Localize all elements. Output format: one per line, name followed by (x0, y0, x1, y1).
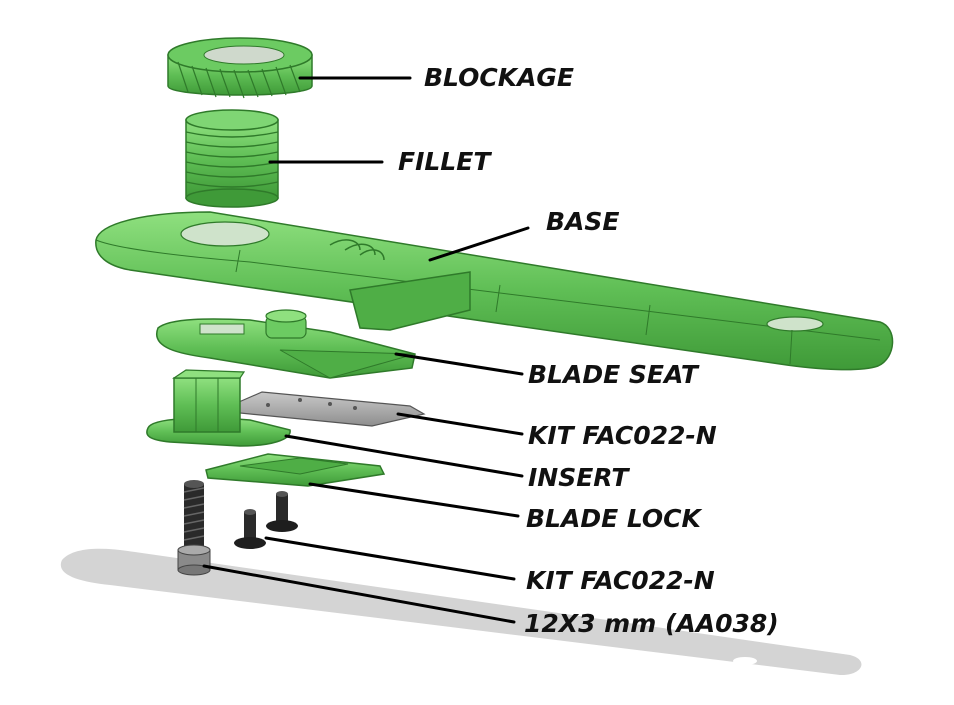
label-fillet: FILLET (398, 147, 492, 176)
fillet-thread (185, 109, 279, 208)
label-screw: 12X3 mm (AA038) (524, 609, 779, 638)
leader-kit-bottom (264, 536, 516, 581)
label-blade-lock: BLADE LOCK (526, 504, 703, 533)
leader-blade-seat (394, 352, 524, 376)
shadow-hole (733, 657, 757, 665)
small-screw-left (234, 509, 266, 549)
base-handle (95, 211, 894, 371)
label-base: BASE (546, 207, 620, 236)
leader-blade-lock (308, 482, 520, 518)
label-blade-seat: BLADE SEAT (528, 360, 700, 389)
leader-insert (284, 434, 524, 478)
label-blockage: BLOCKAGE (424, 63, 574, 92)
blockage-nut (167, 37, 313, 99)
leader-lines (202, 76, 530, 624)
label-kit-bottom: KIT FAC022-N (526, 566, 715, 595)
insert-part (146, 369, 291, 447)
label-insert: INSERT (528, 463, 630, 492)
kit-blade (229, 391, 426, 427)
leader-base (428, 226, 530, 262)
small-screw-right (266, 491, 298, 532)
leader-kit-top (396, 412, 524, 436)
leader-screw (202, 564, 516, 624)
label-kit-top: KIT FAC022-N (528, 421, 717, 450)
blade-lock (205, 453, 386, 487)
long-screw (177, 480, 211, 576)
blade-seat (155, 309, 416, 379)
